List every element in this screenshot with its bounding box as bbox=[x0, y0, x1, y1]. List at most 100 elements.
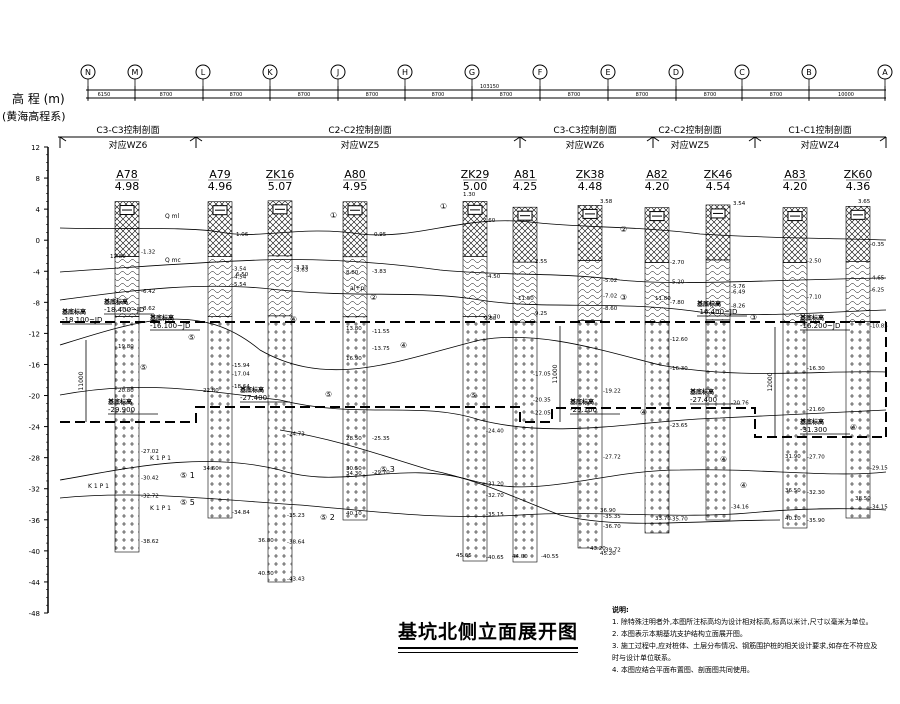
section-headers: C3-C3控制剖面对应WZ6C2-C2控制剖面对应WZ5C3-C3控制剖面对应W… bbox=[59, 124, 887, 151]
boundary-depth: 28.50 bbox=[346, 436, 362, 442]
note-item: 4. 本图应结合平面布置图、剖面图共同使用。 bbox=[612, 666, 754, 674]
pit-level-caption: 基底标高 bbox=[61, 308, 86, 316]
layer-mark: ⑤ bbox=[140, 363, 147, 372]
stratum-lines bbox=[59, 220, 887, 524]
borehole-rock-layer bbox=[267, 315, 293, 583]
y-tick-label: -4 bbox=[33, 268, 41, 276]
layer-code: K 1 P 1 bbox=[150, 455, 171, 462]
boundary-depth: 34.60 bbox=[203, 466, 219, 472]
dimension-segment: 8700 bbox=[298, 92, 311, 98]
depth-dimension: 11000 bbox=[78, 340, 87, 422]
y-tick-label: -44 bbox=[29, 579, 41, 587]
depth-value: -5.76 bbox=[731, 284, 746, 290]
depth-value: -40.55 bbox=[541, 554, 559, 560]
pit-level-label: 基底标高-16.200~JD bbox=[799, 314, 850, 331]
stratum-line-8 bbox=[279, 429, 781, 524]
depth-value: -6.42 bbox=[141, 289, 155, 295]
depth-value: -2.70 bbox=[670, 260, 685, 266]
y-tick-label: -16 bbox=[29, 361, 41, 369]
pit-level-labels: 基底标高-18.100~JD基底标高-18.400~JD基底标高-16.400~… bbox=[61, 298, 850, 435]
pit-level-caption: 基底标高 bbox=[103, 298, 128, 306]
section-name: C1-C1控制剖面 bbox=[788, 124, 851, 136]
boundary-depth: 1.06 bbox=[236, 232, 249, 238]
depth-value: -3.54 bbox=[232, 267, 247, 273]
dimension-segment: 8700 bbox=[704, 92, 717, 98]
depth-value: -9.25 bbox=[533, 311, 548, 317]
pit-level-caption: 基底标高 bbox=[799, 418, 824, 426]
note-item: 1. 除特殊注明者外,本图所注标高均为设计相对标高,标高以米计,尺寸以毫米为单位… bbox=[612, 618, 873, 626]
borehole-rock-layer bbox=[342, 316, 368, 521]
layer-mark: ④ bbox=[720, 455, 727, 464]
y-tick-label: -36 bbox=[29, 517, 41, 525]
dimension-total: 103150 bbox=[480, 84, 499, 90]
pit-level-label: 基底标高-18.400~JD bbox=[103, 298, 154, 315]
section-subtitle: 对应WZ5 bbox=[341, 139, 380, 151]
y-tick-label: -24 bbox=[29, 424, 41, 432]
depth-value: -34.84 bbox=[232, 510, 250, 516]
y-tick-label: 4 bbox=[36, 206, 41, 214]
borehole-silt-layer bbox=[577, 260, 603, 321]
boundary-depth: 36.90 bbox=[600, 508, 616, 514]
grid-bubble-F: F bbox=[532, 64, 548, 101]
depth-value: -15.94 bbox=[232, 363, 250, 369]
section-name: C2-C2控制剖面 bbox=[658, 124, 721, 136]
pit-level-value: -27.400 bbox=[690, 396, 717, 404]
grid-bubble-N: N bbox=[80, 64, 96, 101]
grid-bubble-H: H bbox=[397, 64, 413, 101]
layer-mark: ⑤ 5 bbox=[180, 498, 195, 507]
depth-value: -24.40 bbox=[486, 429, 504, 435]
depth-value: -19.22 bbox=[603, 388, 621, 394]
borehole-elevation: 4.20 bbox=[783, 180, 808, 193]
depth-value: -35.35 bbox=[603, 514, 621, 520]
boundary-depth: 22.80 bbox=[203, 388, 219, 394]
borehole-elevation: 4.36 bbox=[846, 180, 871, 193]
borehole-silt-layer bbox=[267, 255, 293, 317]
depth-value: -34.16 bbox=[731, 505, 749, 511]
depth-value: -3.83 bbox=[372, 269, 387, 275]
section-name: C3-C3控制剖面 bbox=[553, 124, 616, 136]
boundary-depth: 45.20 bbox=[600, 551, 616, 557]
depth-value: -35.90 bbox=[807, 518, 825, 524]
depth-value: -27.70 bbox=[807, 454, 825, 460]
boundary-depth: 9.80 bbox=[484, 316, 497, 322]
borehole-elevation: 4.98 bbox=[115, 180, 140, 193]
layer-mark: ④ bbox=[290, 315, 297, 324]
depth-value: -20.76 bbox=[731, 400, 749, 406]
depth-value: -27.02 bbox=[141, 449, 159, 455]
depth-value: -22.05 bbox=[533, 410, 551, 416]
depth-value: -11.55 bbox=[372, 329, 390, 335]
grid-bubble-L: L bbox=[195, 64, 211, 101]
depth-value: -16.30 bbox=[807, 366, 825, 372]
boundary-depth: 43.20 bbox=[590, 546, 606, 552]
borehole-id: ZK16 bbox=[266, 168, 295, 181]
pit-level-caption: 基底标高 bbox=[239, 386, 264, 394]
depth-value: -5.02 bbox=[603, 278, 617, 284]
layer-mark: ④ bbox=[850, 423, 857, 432]
borehole-elevation: 4.25 bbox=[513, 180, 538, 193]
y-tick-label: -20 bbox=[29, 393, 40, 401]
borehole-silt-layer bbox=[782, 262, 808, 323]
boundary-depth: 40.50 bbox=[258, 571, 274, 577]
y-tick-label: 0 bbox=[36, 237, 40, 245]
pit-level-value: -27.400 bbox=[240, 394, 267, 402]
layer-mark: ⑤ 2 bbox=[320, 513, 335, 522]
layer-mark: ⑤ bbox=[188, 333, 195, 342]
y-tick-label: -12 bbox=[29, 330, 40, 338]
layer-mark: ③ bbox=[620, 293, 627, 302]
layer-mark: ② bbox=[370, 293, 377, 302]
layer-mark: ② bbox=[620, 225, 627, 234]
axis-title-line2: (黄海高程系) bbox=[2, 109, 66, 123]
pit-level-value: -29.900 bbox=[108, 406, 135, 414]
depth-value: -25.35 bbox=[372, 436, 390, 442]
depth-value: -36.70 bbox=[603, 524, 621, 530]
